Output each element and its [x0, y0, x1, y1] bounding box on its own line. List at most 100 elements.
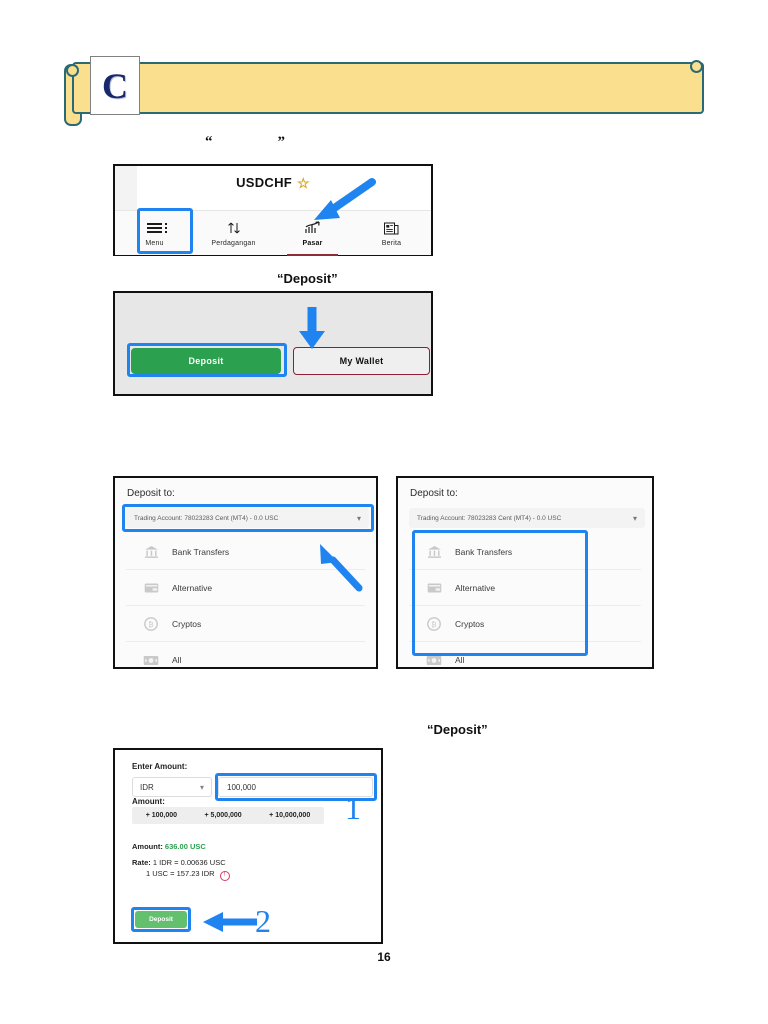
banner-knob-right-icon — [690, 60, 703, 73]
deposit-to-title: Deposit to: — [410, 488, 458, 499]
deposit-method-list: Bank Transfers Alternative ₿ Cryptos All — [409, 534, 641, 678]
tab-menu-label: Menu — [145, 240, 164, 247]
step-marker-2: 2 — [255, 903, 271, 939]
deposit-to-title: Deposit to: — [127, 488, 175, 499]
arrow-to-deposit-icon — [299, 307, 325, 349]
tab-berita-label: Berita — [381, 240, 402, 247]
step-marker-1: 1 — [345, 790, 361, 826]
quote-open: “ — [205, 134, 213, 150]
chevron-down-icon: ▾ — [356, 513, 361, 523]
chapter-banner: C — [64, 56, 704, 126]
method-cryptos[interactable]: ₿ Cryptos — [409, 606, 641, 642]
symbol-name: USDCHF — [236, 175, 293, 190]
hamburger-menu-icon — [147, 219, 167, 237]
deposit-submit-button[interactable]: Deposit — [135, 911, 187, 928]
amount-result-label: Amount: — [132, 842, 163, 851]
coin-icon: ₿ — [142, 616, 160, 632]
amount-input-value: 100,000 — [227, 782, 256, 792]
header-left-pad — [115, 166, 137, 210]
wallet-card-icon — [142, 580, 160, 596]
quote-close: ” — [277, 134, 286, 150]
account-select-value: Trading Account: 78023283 Cent (MT4) - 0… — [417, 514, 562, 522]
rate-line-2: 1 USC = 157.23 IDR ! — [146, 869, 230, 881]
svg-text:₿: ₿ — [431, 621, 436, 629]
wallet-button-row: Deposit My Wallet — [131, 347, 430, 375]
caption-deposit-final: “Deposit” — [427, 722, 488, 737]
arrow-to-deposit-submit-icon — [203, 912, 257, 932]
news-paper-icon — [383, 219, 400, 237]
method-label: Cryptos — [455, 618, 485, 629]
arrow-to-account-select-icon — [320, 544, 363, 592]
banknote-icon — [425, 652, 443, 668]
banner-bar — [72, 62, 704, 114]
rate-line-1: Rate: 1 IDR = 0.00636 USC — [132, 858, 226, 867]
app-screenshot: USDCHF ☆ Menu Perdagangan — [113, 164, 433, 256]
deposit-button[interactable]: Deposit — [131, 348, 281, 374]
method-alternative[interactable]: Alternative — [126, 570, 365, 606]
deposit-method-list: Bank Transfers Alternative ₿ Cryptos All — [126, 534, 365, 678]
deposit-to-panel-left: Deposit to: Trading Account: 78023283 Ce… — [113, 476, 378, 669]
amount-result: Amount: 636.00 USC — [132, 842, 206, 851]
quote-placeholder: “ ” — [205, 134, 285, 151]
account-select[interactable]: Trading Account: 78023283 Cent (MT4) - 0… — [126, 508, 369, 528]
wallet-screenshot: Deposit My Wallet — [113, 291, 433, 396]
banner-knob-left-icon — [66, 64, 79, 77]
tab-menu[interactable]: Menu — [115, 211, 194, 255]
account-select[interactable]: Trading Account: 78023283 Cent (MT4) - 0… — [409, 508, 645, 528]
method-alternative[interactable]: Alternative — [409, 570, 641, 606]
arrows-up-down-icon — [226, 219, 242, 237]
method-label: Alternative — [172, 582, 213, 593]
account-select-value: Trading Account: 78023283 Cent (MT4) - 0… — [134, 514, 279, 522]
method-all[interactable]: All — [409, 642, 641, 678]
enter-amount-label: Enter Amount: — [132, 762, 188, 771]
quick-amount-row: + 100,000 + 5,000,000 + 10,000,000 — [132, 807, 324, 824]
wallet-card-icon — [425, 580, 443, 596]
app-tab-bar: Menu Perdagangan — [115, 211, 431, 256]
method-bank-transfers[interactable]: Bank Transfers — [409, 534, 641, 570]
chapter-letter: C — [90, 56, 140, 115]
quick-amount-1[interactable]: + 100,000 — [145, 812, 178, 819]
quick-amount-2[interactable]: + 5,000,000 — [204, 812, 242, 819]
svg-text:₿: ₿ — [148, 621, 153, 629]
chart-trend-icon — [304, 219, 322, 237]
method-bank-transfers[interactable]: Bank Transfers — [126, 534, 365, 570]
symbol-title: USDCHF ☆ — [115, 175, 431, 192]
method-label: All — [172, 655, 182, 665]
method-label: Alternative — [455, 582, 496, 593]
info-icon[interactable]: ! — [219, 871, 230, 881]
arrow-to-menu-icon — [314, 178, 376, 220]
amount-label: Amount: — [132, 797, 165, 806]
star-icon[interactable]: ☆ — [297, 175, 310, 191]
bank-icon — [142, 544, 160, 560]
page-number: 16 — [377, 950, 391, 964]
deposit-to-panel-right: Deposit to: Trading Account: 78023283 Ce… — [396, 476, 654, 669]
tab-perdagangan-label: Perdagangan — [211, 240, 256, 247]
banknote-icon — [142, 652, 160, 668]
method-label: All — [455, 655, 465, 665]
method-label: Bank Transfers — [172, 546, 230, 557]
rate-value-2: 1 USC = 157.23 IDR — [146, 869, 215, 878]
rate-label: Rate: — [132, 858, 151, 867]
rate-value-1: 1 IDR = 0.00636 USC — [152, 858, 226, 867]
currency-select[interactable]: IDR ▾ — [132, 777, 212, 797]
chevron-down-icon: ▾ — [632, 513, 637, 523]
coin-icon: ₿ — [425, 616, 443, 632]
tab-perdagangan[interactable]: Perdagangan — [194, 211, 273, 255]
tab-pasar-label: Pasar — [302, 240, 323, 247]
bank-icon — [425, 544, 443, 560]
my-wallet-button[interactable]: My Wallet — [293, 347, 430, 375]
currency-value: IDR — [140, 782, 154, 792]
caption-deposit-button: “Deposit” — [277, 271, 338, 286]
quick-amount-3[interactable]: + 10,000,000 — [269, 812, 311, 819]
tab-berita[interactable]: Berita — [352, 211, 431, 255]
method-label: Cryptos — [172, 618, 202, 629]
method-all[interactable]: All — [126, 642, 365, 678]
method-label: Bank Transfers — [455, 546, 513, 557]
amount-input[interactable]: 100,000 — [218, 777, 373, 797]
chevron-down-icon: ▾ — [199, 782, 204, 792]
enter-amount-screenshot: Enter Amount: IDR ▾ 100,000 Amount: + 10… — [113, 748, 383, 944]
amount-result-value: 636.00 USC — [164, 842, 206, 851]
method-cryptos[interactable]: ₿ Cryptos — [126, 606, 365, 642]
tab-pasar[interactable]: Pasar — [273, 211, 352, 256]
